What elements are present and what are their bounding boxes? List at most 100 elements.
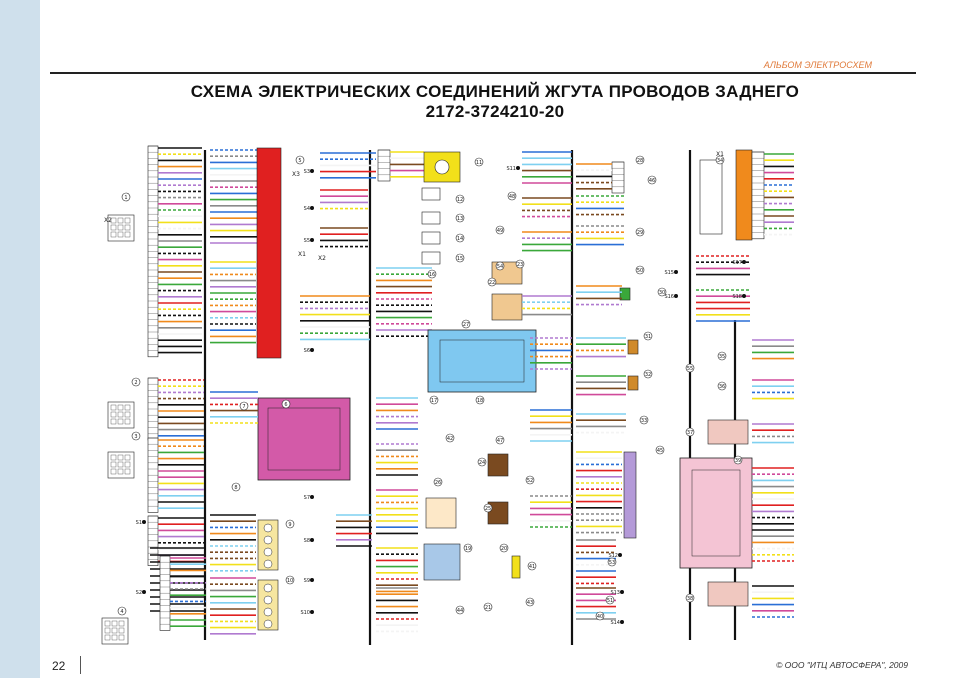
lamp [263,535,273,545]
component-number-badge [474,157,484,167]
lamp [263,559,273,569]
component-number-badge [647,175,657,185]
connector-pin [117,454,124,461]
component-number: 33 [641,418,647,424]
ground-label: S9 [304,578,310,584]
ground-point [674,270,678,274]
ground-point [310,206,314,210]
component-number-badge [643,369,653,379]
component-number-badge [483,503,493,513]
component-number-badge [495,435,505,445]
connector-pin [117,411,124,418]
ground-label: S4 [304,206,310,212]
component-number-badge [477,457,487,467]
component-number-badge [525,597,535,607]
ground-label: S3 [304,169,310,175]
connector-pin [110,404,117,411]
page-title: СХЕМА ЭЛЕКТРИЧЕСКИХ СОЕДИНЕНИЙ ЖГУТА ПРО… [190,82,800,101]
led-unit [491,293,523,321]
ground-point [310,578,314,582]
component-number: 41 [529,564,535,570]
component-number-badge [455,253,465,263]
component-number: 22 [489,280,495,286]
component-number: 14 [457,236,463,242]
component-number: 29 [637,230,643,236]
component-number-badge [595,611,605,621]
component-number: 20 [501,546,507,552]
connector-pin [111,634,118,641]
ground-point [516,166,520,170]
indicator [627,339,639,355]
ground-label: S16 [664,294,674,300]
switch [421,187,441,201]
component-number: 3 [134,434,137,440]
connector-pin [124,461,131,468]
component-number: 16 [429,272,435,278]
ground-point [310,169,314,173]
component-number: 1 [124,195,127,201]
component-number: 11 [476,160,482,166]
album-label: АЛЬБОМ ЭЛЕКТРОСХЕМ [763,60,872,70]
component-number: 35 [719,354,725,360]
component-number-badge [635,155,645,165]
connector-pin [124,454,131,461]
component-number: 8 [234,485,237,491]
connector-pin [118,620,125,627]
ground-label: S12 [608,553,618,559]
connector-pin [110,461,117,468]
connector-pin [124,418,131,425]
sensor [487,501,509,525]
component-number: 39 [735,458,741,464]
ground-point [742,260,746,264]
component-number-badge [455,194,465,204]
component-number: 45 [657,448,663,454]
component-number: 6 [284,402,287,408]
connector-block [377,149,391,182]
component-number: 15 [457,256,463,262]
component-number: 38 [687,596,693,602]
component-number: 43 [527,600,533,606]
connector-pin [110,217,117,224]
ground-label: S7 [304,495,310,501]
component-number: 54 [497,264,503,270]
lamp [263,607,273,617]
footer-separator [80,656,81,674]
ground-label: S6 [304,348,310,354]
connector-pin [118,627,125,634]
component-number: 30 [659,290,665,296]
fuse [511,555,521,579]
ground-label: S18 [732,294,742,300]
component-number-badge [121,192,131,202]
component-number: 25 [485,506,491,512]
component-number-badge [285,575,295,585]
component-number: 53 [609,560,615,566]
lamp-unit [257,579,279,631]
connector-pin [110,454,117,461]
component-number-badge [117,606,127,616]
connector-pin [117,418,124,425]
ground-point [310,538,314,542]
component-number: 36 [719,384,725,390]
component-number-badge [605,595,615,605]
component-number: 50 [637,268,643,274]
connector-label: X1 [298,251,306,258]
connector-pin [104,620,111,627]
ground-label: S10 [300,610,310,616]
component-number-badge [281,399,291,409]
connector-pin [124,468,131,475]
component-number-badge [455,605,465,615]
component-number-badge [655,445,665,455]
component-number: 49 [497,228,503,234]
page-number: 22 [52,659,66,673]
connector-label: X1 [716,151,724,158]
ground-point [674,294,678,298]
component-number: 7 [242,404,245,410]
component-number-badge [635,265,645,275]
sensor [487,453,509,477]
component-number: 31 [645,334,651,340]
copyright-text: © ООО "ИТЦ АВТОСФЕРА", 2009 [776,660,908,670]
connector-strip [623,451,637,539]
component-number-badge [285,519,295,529]
fuse-relay-block [256,147,282,359]
